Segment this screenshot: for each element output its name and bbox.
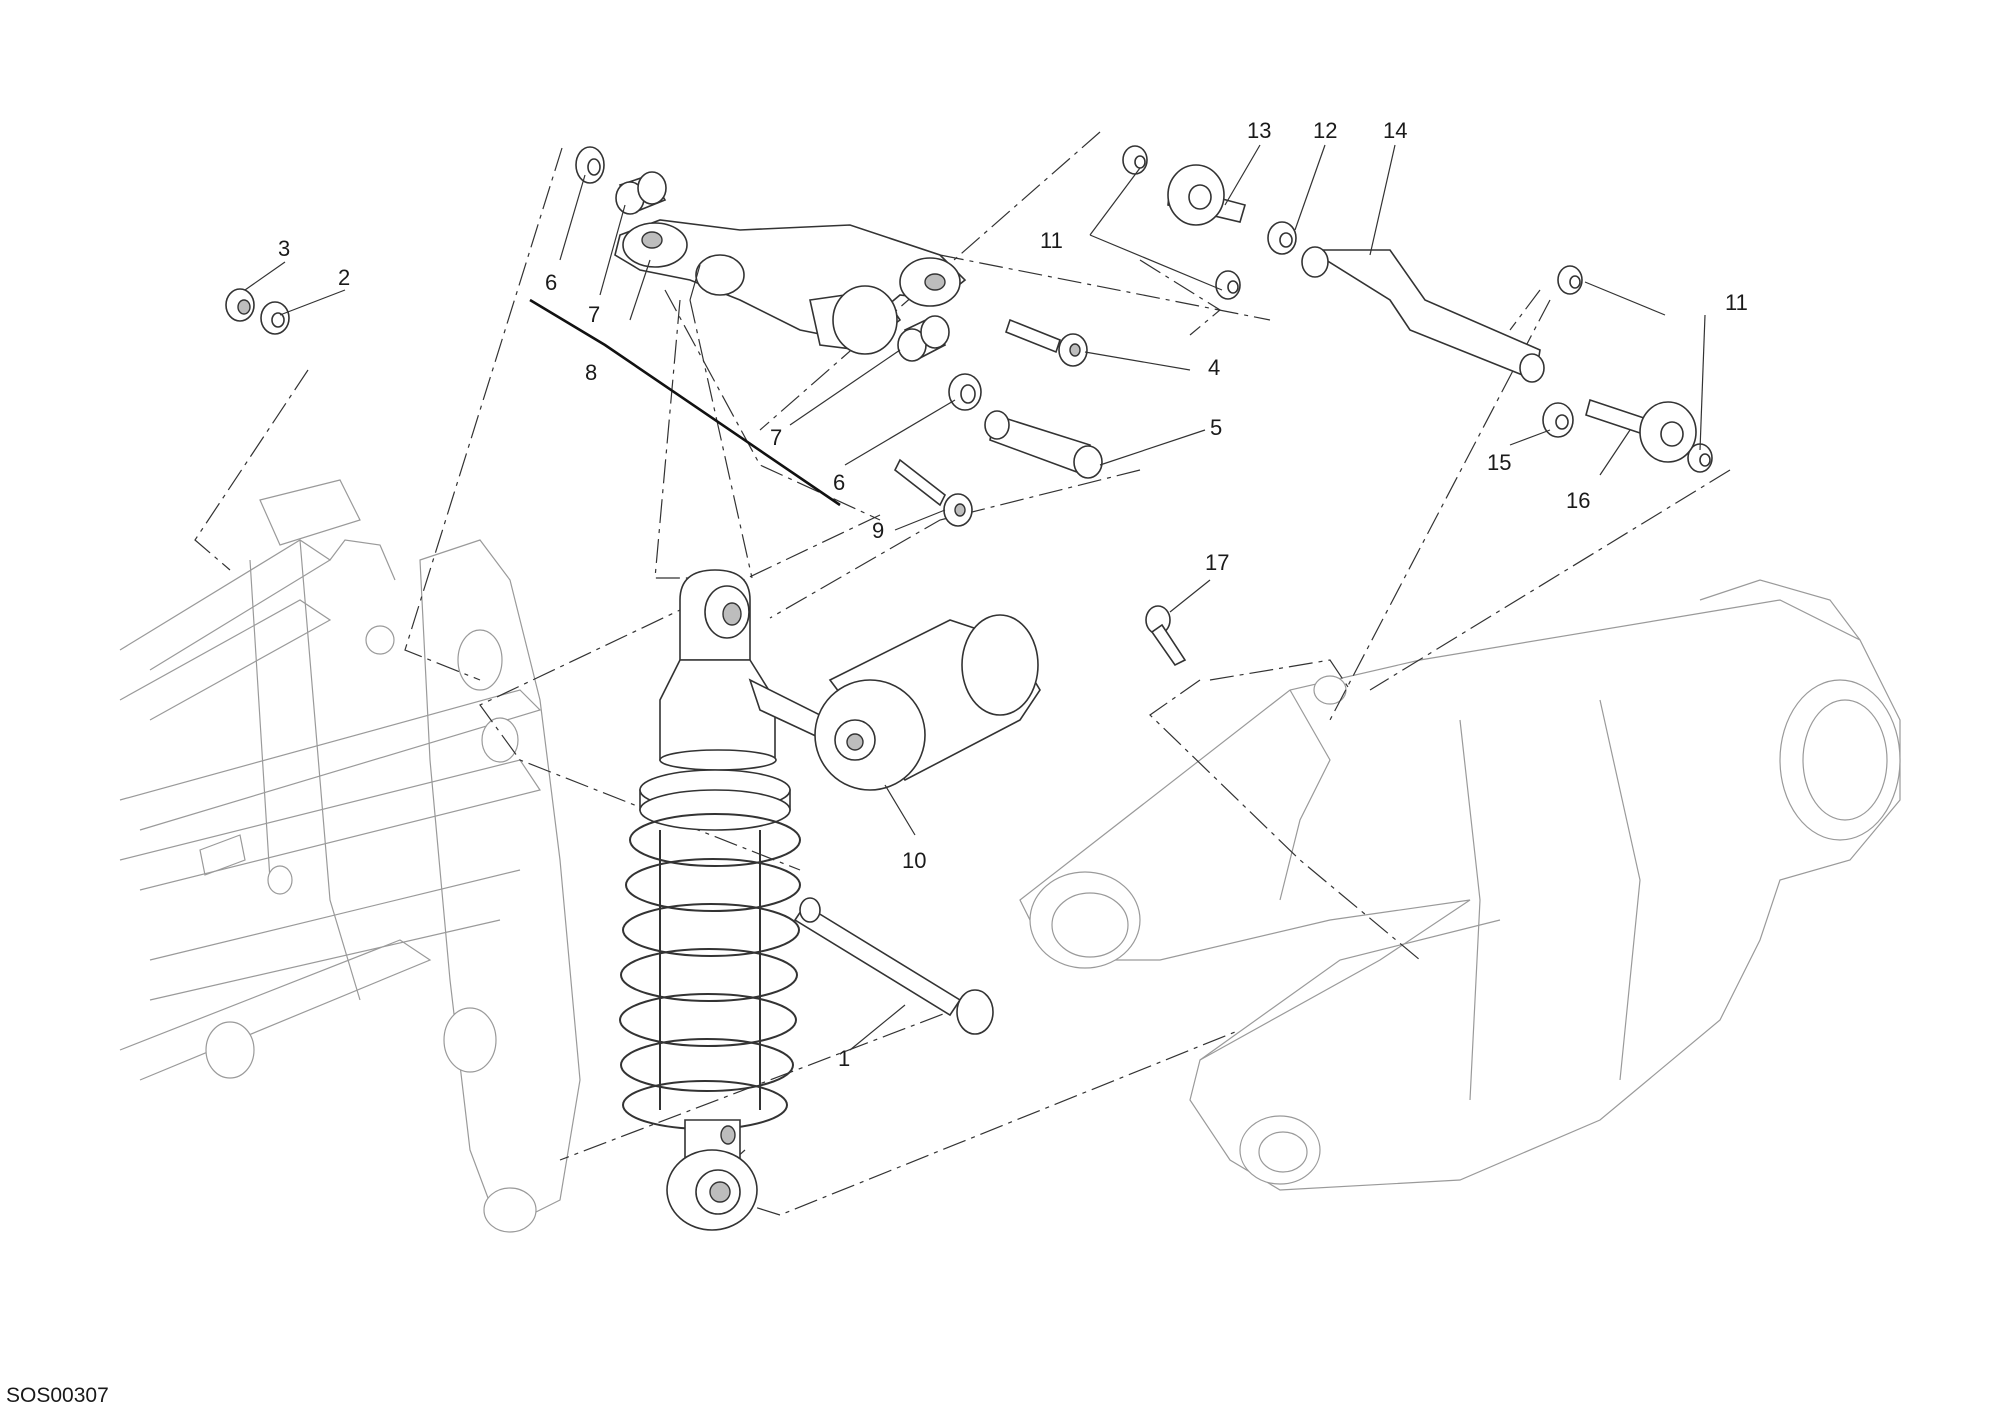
callout-5: 5 <box>1210 415 1222 440</box>
callout-11-lower: 11 <box>1725 290 1748 315</box>
bolt-part-4 <box>1005 318 1088 367</box>
bushing-part-11-lower-a <box>1557 265 1583 295</box>
callout-15: 15 <box>1487 450 1511 475</box>
bolt-part-9 <box>893 458 973 527</box>
shock-absorber <box>619 569 837 1231</box>
bushing-part-6-upper <box>575 146 605 184</box>
nut-part-12 <box>1267 221 1297 255</box>
reservoir-part-10 <box>814 614 1041 791</box>
callout-9: 9 <box>872 518 884 543</box>
bushing-part-11-upper-a <box>1122 145 1148 175</box>
callout-7-upper: 7 <box>588 302 600 327</box>
through-bolt-part-1 <box>793 897 994 1035</box>
callout-4: 4 <box>1208 355 1220 380</box>
bearing-part-7-upper <box>615 171 667 215</box>
callout-6-upper: 6 <box>545 270 557 295</box>
rocker-arm-part-8 <box>614 219 967 355</box>
callout-7-lower: 7 <box>770 425 782 450</box>
callout-1: 1 <box>838 1046 850 1071</box>
bolt-part-17 <box>1145 605 1187 667</box>
drawing-code: SOS00307 <box>6 1384 109 1407</box>
callout-13: 13 <box>1247 118 1271 143</box>
callout-6-lower: 6 <box>833 470 845 495</box>
callout-labels: 3 2 6 7 8 7 6 4 5 9 11 13 12 14 11 15 16… <box>278 118 1748 1071</box>
swingarm-outline <box>1019 579 1901 1191</box>
washer-part-2 <box>260 301 290 335</box>
callout-16: 16 <box>1566 488 1590 513</box>
frame-outline <box>119 479 581 1233</box>
spacer-part-5 <box>984 410 1103 479</box>
callout-2: 2 <box>338 265 350 290</box>
callout-12: 12 <box>1313 118 1337 143</box>
callout-3: 3 <box>278 236 290 261</box>
callout-11-upper: 11 <box>1040 228 1063 253</box>
callout-10: 10 <box>902 848 926 873</box>
group-bracket-part-8 <box>529 298 841 507</box>
bushing-part-11-upper-b <box>1215 270 1241 300</box>
rod-end-part-13 <box>1167 164 1246 226</box>
rod-end-part-16 <box>1585 398 1697 463</box>
callout-17: 17 <box>1205 550 1229 575</box>
nut-part-15 <box>1542 402 1574 438</box>
callout-8: 8 <box>585 360 597 385</box>
bushing-part-6-lower <box>948 373 982 411</box>
callout-14: 14 <box>1383 118 1407 143</box>
tie-rod-part-14 <box>1301 246 1545 383</box>
bearing-part-7-lower <box>897 315 950 362</box>
leader-lines <box>244 144 1706 1051</box>
nut-part-3 <box>225 288 255 322</box>
